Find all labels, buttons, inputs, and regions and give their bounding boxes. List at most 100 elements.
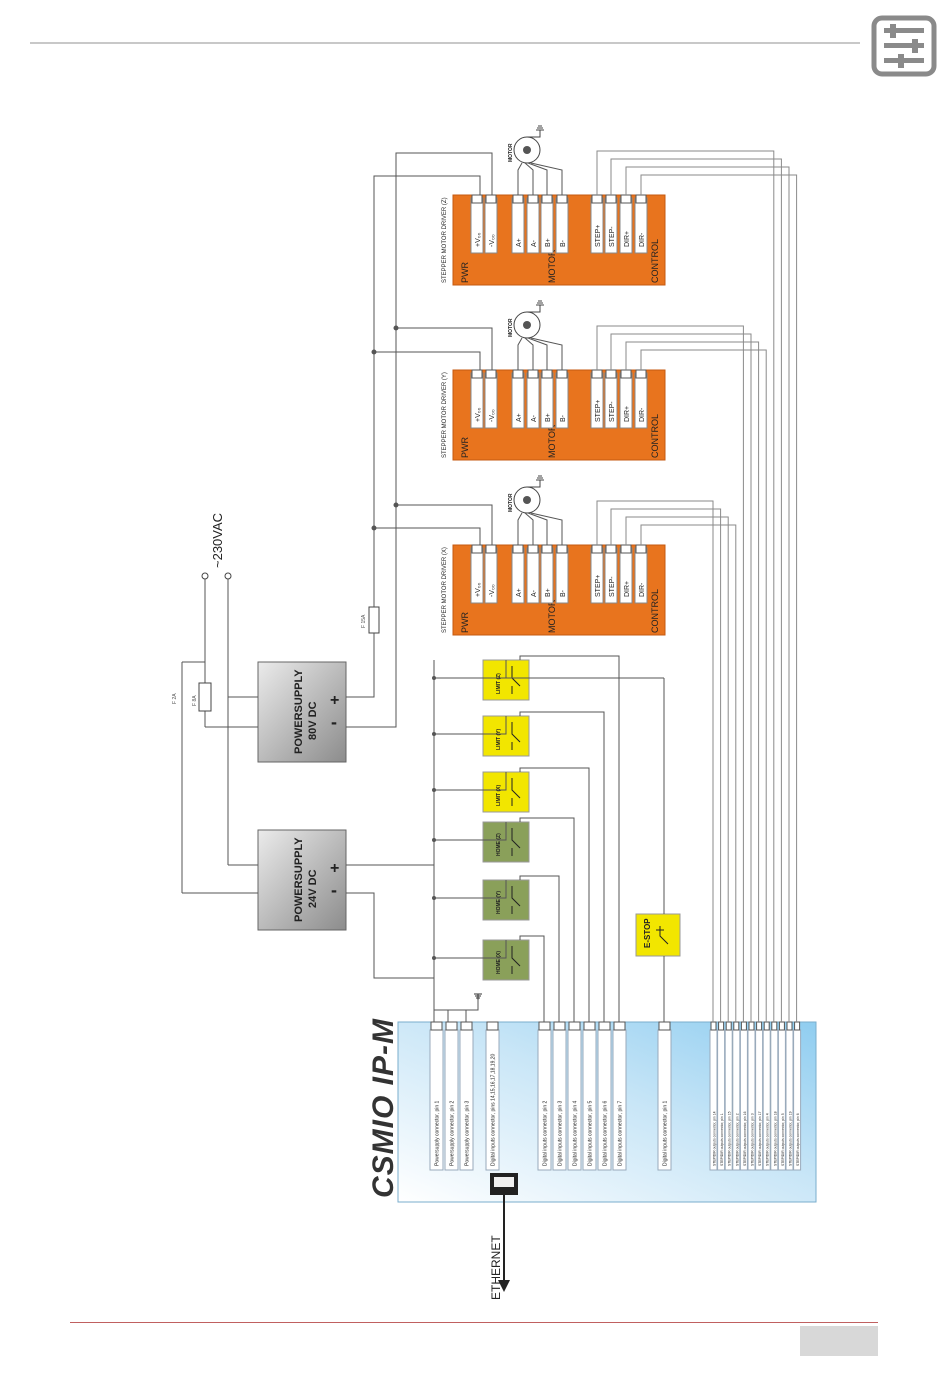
- input-pin-2-label: Digital inputs connector, pin 3: [558, 1100, 564, 1166]
- power-pin-3-label: Powersupply connector, pin 3: [465, 1100, 471, 1166]
- ethernet-port[interactable]: ETHERNET: [489, 1173, 518, 1300]
- ethernet-label: ETHERNET: [489, 1235, 503, 1300]
- terminal-vdd-plus: +V₀₀: [475, 407, 482, 422]
- fuse-15a-label: F 15A: [361, 614, 367, 628]
- terminal-step-minus: STEP-: [609, 226, 616, 247]
- input-pin-4: Digital inputs connector, pin 5: [582, 1021, 597, 1171]
- step-dir-pin-12: STEP/DIR outputs connector, pin 6: [793, 1021, 802, 1171]
- limit-switch-y[interactable]: LIMIT (Y): [482, 715, 530, 757]
- power-pin-1: Powersupply connector, pin 1: [429, 1021, 444, 1171]
- ps80-voltage: 80V DC: [307, 701, 319, 740]
- csmio-module: CSMIO IP-M Powersupply connector, pin 1 P…: [367, 1018, 817, 1203]
- step-dir-pin-11: STEP/DIR outputs connector, pin 19: [785, 1021, 794, 1171]
- terminal-dir-minus: DIR-: [639, 232, 646, 247]
- driver-title-y: STEPPER MOTOR DRIVER (Y): [442, 372, 448, 458]
- step-dir-pin-1: STEP/DIR outputs connector, pin 14: [709, 1021, 718, 1171]
- stepper-motor-icon: MOTOR: [508, 125, 563, 195]
- terminal-step-minus: STEP-: [609, 401, 616, 422]
- terminal-a-minus: A-: [531, 239, 538, 247]
- pwr-label: PWR: [460, 612, 470, 633]
- input-pin-5: Digital inputs connector, pin 6: [597, 1021, 612, 1171]
- terminal-b-minus: B-: [560, 589, 567, 597]
- terminal-step-plus: STEP+: [595, 400, 602, 422]
- step-dir-pin-3: STEP/DIR outputs connector, pin 15: [724, 1021, 733, 1171]
- terminal-a-plus: A+: [516, 588, 523, 597]
- power-pin-2-label: Powersupply connector, pin 2: [450, 1100, 456, 1166]
- step-dir-pin-4-label: STEP/DIR outputs connector, pin 2: [735, 1113, 739, 1166]
- pwr-label: PWR: [460, 262, 470, 283]
- terminal-b-minus: B-: [560, 239, 567, 247]
- step-dir-pin-10: STEP/DIR outputs connector, pin 5: [777, 1021, 786, 1171]
- estop-pin-label: Digital inputs connector, pin 1: [663, 1100, 669, 1166]
- step-dir-pin-4: STEP/DIR outputs connector, pin 2: [732, 1021, 741, 1171]
- input-pin-4-label: Digital inputs connector, pin 5: [588, 1100, 594, 1166]
- input-pin-2: Digital inputs connector, pin 3: [552, 1021, 567, 1171]
- page-number-box: [800, 1326, 878, 1356]
- ac-voltage-label: ~230VAC: [210, 513, 225, 568]
- input-pin-3-label: Digital inputs connector, pin 4: [573, 1100, 579, 1166]
- gnd-pin-label: Digital inputs connector, pins 14,15,16,…: [491, 1053, 497, 1166]
- control-label: CONTROL: [650, 589, 660, 633]
- input-pin-3: Digital inputs connector, pin 4: [567, 1021, 582, 1171]
- step-dir-pin-3-label: STEP/DIR outputs connector, pin 15: [728, 1111, 732, 1166]
- control-label: CONTROL: [650, 414, 660, 458]
- ps80-plus: +: [330, 692, 339, 709]
- motor-label: MOTOR: [508, 318, 514, 337]
- step-dir-pin-6: STEP/DIR outputs connector, pin 3: [747, 1021, 756, 1171]
- step-dir-pin-11-label: STEP/DIR outputs connector, pin 19: [789, 1111, 793, 1166]
- ps24-minus: -: [331, 880, 337, 900]
- fuse-8a-label: F 2A: [172, 693, 178, 704]
- stepper-driver-y: STEPPER MOTOR DRIVER (Y) PWR MOTOR CONTROL +…: [442, 369, 666, 461]
- csmio-brand-label: CSMIO IP-M: [367, 1018, 400, 1198]
- home-switch-z-label: HOME (Z): [496, 833, 502, 856]
- input-pin-1: Digital inputs connector, pin 2: [537, 1021, 552, 1171]
- terminal-step-minus: STEP-: [609, 576, 616, 597]
- step-dir-pin-8: STEP/DIR outputs connector, pin 4: [762, 1021, 771, 1171]
- terminal-a-minus: A-: [531, 589, 538, 597]
- step-dir-pin-7-label: STEP/DIR outputs connector, pin 17: [758, 1111, 762, 1166]
- step-dir-pin-5-label: STEP/DIR outputs connector, pin 16: [743, 1111, 747, 1166]
- motor-label: MOTOR: [508, 143, 514, 162]
- terminal-vdd-minus: -V₀₀: [489, 234, 496, 247]
- terminal-step-plus: STEP+: [595, 225, 602, 247]
- step-dir-pin-9-label: STEP/DIR outputs connector, pin 18: [773, 1111, 777, 1166]
- step-dir-pin-6-label: STEP/DIR outputs connector, pin 3: [751, 1113, 755, 1166]
- driver-title-z: STEPPER MOTOR DRIVER (Z): [442, 197, 448, 283]
- motor-section-label: MOTOR: [547, 424, 557, 458]
- fuse-15a: [368, 606, 380, 634]
- pwr-label: PWR: [460, 437, 470, 458]
- terminal-b-minus: B-: [560, 414, 567, 422]
- fuse-2a-label: F 8A: [192, 695, 198, 706]
- estop-switch[interactable]: E-STOP: [635, 913, 681, 957]
- terminal-dir-plus: DIR+: [624, 581, 631, 597]
- terminal-b-plus: B+: [545, 588, 552, 597]
- limit-switch-z-label: LIMIT (Z): [496, 673, 502, 694]
- terminal-dir-plus: DIR+: [624, 231, 631, 247]
- power-pin-1-label: Powersupply connector, pin 1: [435, 1100, 441, 1166]
- step-dir-pin-12-label: STEP/DIR outputs connector, pin 6: [796, 1113, 800, 1166]
- terminal-a-minus: A-: [531, 414, 538, 422]
- terminal-vdd-plus: +V₀₀: [475, 582, 482, 597]
- estop-label: E-STOP: [643, 918, 652, 948]
- terminal-vdd-minus: -V₀₀: [489, 584, 496, 597]
- terminal-a-plus: A+: [516, 238, 523, 247]
- terminal-vdd-plus: +V₀₀: [475, 232, 482, 247]
- terminal-b-plus: B+: [545, 238, 552, 247]
- powersupply-80v: POWERSUPPLY 80V DC + -: [257, 661, 347, 763]
- step-dir-pin-1-label: STEP/DIR outputs connector, pin 14: [713, 1111, 717, 1166]
- terminal-dir-minus: DIR-: [639, 407, 646, 422]
- ps80-minus: -: [331, 712, 337, 732]
- ac-input: ~230VAC: [181, 513, 258, 894]
- terminal-vdd-minus: -V₀₀: [489, 409, 496, 422]
- estop-pin: Digital inputs connector, pin 1: [657, 1021, 672, 1171]
- step-dir-pin-7: STEP/DIR outputs connector, pin 17: [755, 1021, 764, 1171]
- csmio-logo-icon: [871, 15, 937, 77]
- gnd-pin: Digital inputs connector, pins 14,15,16,…: [485, 1021, 500, 1171]
- footer-rule: [70, 1322, 878, 1323]
- input-pin-6: Digital inputs connector, pin 7: [612, 1021, 627, 1171]
- motor-section-label: MOTOR: [547, 599, 557, 633]
- terminal-step-plus: STEP+: [595, 575, 602, 597]
- terminal-dir-minus: DIR-: [639, 582, 646, 597]
